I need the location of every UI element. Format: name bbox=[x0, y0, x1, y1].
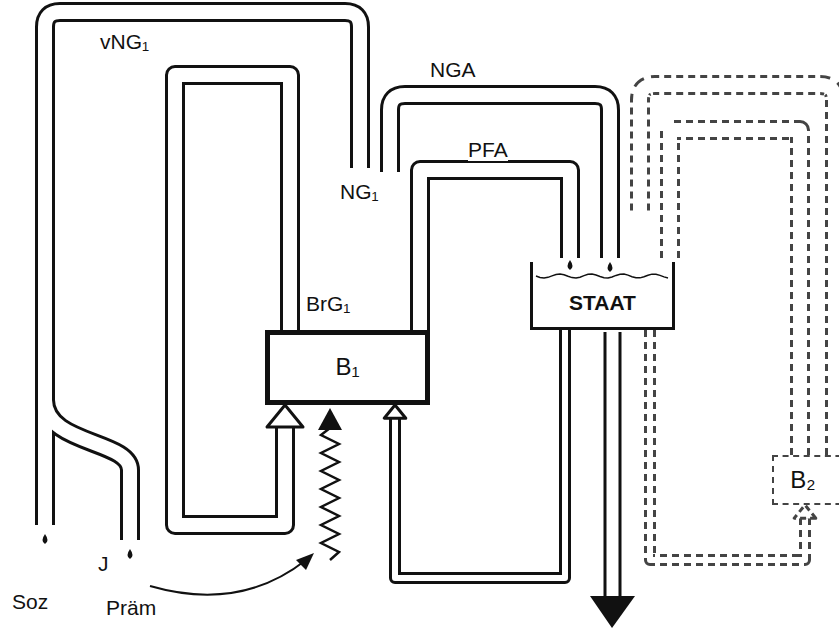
connector-outline bbox=[175, 75, 290, 525]
outer-pipe-dashed bbox=[640, 85, 835, 455]
enterprise-box: B₁ bbox=[265, 330, 430, 405]
connector-inside bbox=[395, 330, 565, 578]
source-label: Soz bbox=[12, 590, 48, 613]
connector-arrowhead bbox=[794, 505, 816, 518]
tax-pipe bbox=[420, 170, 570, 330]
investment-arrow bbox=[150, 560, 306, 595]
flow-label: J bbox=[98, 552, 109, 575]
connector-outline bbox=[395, 330, 565, 578]
outflow-arrow bbox=[605, 332, 620, 598]
source-label: Präm bbox=[106, 596, 156, 619]
state-basin: STAAT bbox=[530, 262, 675, 330]
connector-arrowhead bbox=[384, 405, 406, 418]
flow-label: NG₁ bbox=[340, 180, 379, 203]
spring-arrowhead bbox=[318, 408, 342, 430]
pipe-insides bbox=[45, 12, 835, 540]
state-flow-arrow bbox=[384, 330, 565, 578]
outer-pipe-dashed bbox=[640, 85, 835, 455]
flow-label: NGA bbox=[430, 58, 476, 81]
pipe-outlines bbox=[45, 12, 835, 540]
investment-arrowhead bbox=[296, 553, 314, 570]
node-label: B₁ bbox=[335, 354, 359, 380]
premium-pipe bbox=[45, 400, 130, 540]
premium-pipe bbox=[45, 400, 130, 540]
spring-symbol bbox=[321, 428, 339, 560]
connector-outline bbox=[670, 130, 800, 455]
connector-inside bbox=[420, 170, 570, 330]
flow-label: vNG₁ bbox=[100, 30, 149, 53]
flow-label: BrG₁ bbox=[306, 292, 350, 315]
connector-inside bbox=[175, 75, 290, 525]
connector-inside bbox=[670, 130, 800, 455]
node-label: STAAT bbox=[569, 291, 636, 314]
income-loop-pipe bbox=[175, 75, 303, 525]
node-label: B₂ bbox=[790, 467, 815, 493]
outflow-arrowhead bbox=[590, 596, 635, 628]
connector-inside bbox=[650, 330, 805, 560]
drop bbox=[608, 262, 613, 272]
connector-outline bbox=[650, 330, 805, 560]
drop bbox=[43, 534, 48, 544]
connector-arrowhead bbox=[267, 405, 303, 427]
water-surface bbox=[536, 274, 668, 278]
enterprise-box-dashed: B₂ bbox=[772, 455, 839, 505]
tax-pipe-dashed bbox=[670, 130, 800, 455]
drop bbox=[128, 549, 133, 559]
flow-label: PFA bbox=[468, 138, 508, 161]
connector-outline bbox=[420, 170, 570, 330]
